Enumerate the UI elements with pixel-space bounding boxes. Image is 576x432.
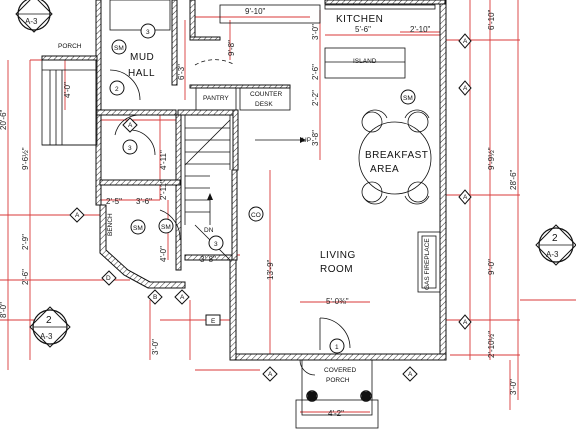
svg-text:A-3: A-3 [40,332,53,341]
doors [109,59,351,376]
walls [95,0,447,429]
svg-text:6'-10": 6'-10" [487,9,496,30]
dimension-lines [0,0,576,413]
section-marker-right: 2 A-3 [535,224,576,266]
svg-text:A: A [463,319,468,326]
svg-text:A: A [463,38,468,45]
svg-text:3'-8": 3'-8" [200,255,216,264]
svg-text:SM: SM [161,224,171,231]
svg-text:2'-9": 2'-9" [21,234,30,250]
tags: SM SM SM SM CO 2 3 3 3 1 A A A A A A A A… [69,23,472,382]
svg-text:4'-2": 4'-2" [328,409,344,418]
svg-text:9'-8": 9'-8" [227,40,236,56]
room-label-area: AREA [370,164,399,175]
room-label-living: LIVING [320,250,356,261]
breakfast-table [358,109,432,205]
svg-text:3'-0": 3'-0" [311,24,320,40]
svg-text:2'-6": 2'-6" [21,269,30,285]
svg-text:5'-0⅜": 5'-0⅜" [326,297,349,306]
room-label-breakfast: BREAKFAST [365,150,428,161]
svg-text:2: 2 [46,315,52,326]
fireplace-label: GAS FIREPLACE [424,238,431,290]
room-label-kitchen: KITCHEN [336,14,383,25]
svg-text:E: E [211,318,216,325]
svg-text:A: A [75,212,80,219]
svg-text:3'-6": 3'-6" [136,197,152,206]
covered-porch-label-1: COVERED [324,367,356,374]
svg-text:A: A [128,122,133,129]
porch-steps [41,55,98,146]
svg-text:3'-0": 3'-0" [151,339,160,355]
svg-text:A: A [463,85,468,92]
svg-text:1: 1 [335,344,339,351]
covered-porch-label-2: PORCH [326,377,350,384]
svg-text:SM: SM [403,95,413,102]
svg-text:2'-10": 2'-10" [410,25,431,34]
svg-text:SM: SM [114,45,124,52]
stairs [184,115,306,261]
svg-text:6'-3": 6'-3" [177,64,186,80]
svg-text:3'-0": 3'-0" [509,379,518,395]
room-label-hall: HALL [128,68,155,79]
svg-text:9'-0": 9'-0" [487,259,496,275]
svg-text:A: A [180,294,185,301]
stair-down-label: DN [204,227,214,234]
svg-text:9'-9½": 9'-9½" [487,147,496,170]
room-label-mud: MUD [130,52,154,63]
svg-text:2'-11": 2'-11" [159,180,168,200]
svg-text:9'-6½": 9'-6½" [21,147,30,170]
svg-text:3: 3 [146,29,150,36]
svg-text:B: B [153,294,157,301]
room-label-porch: PORCH [58,43,82,50]
svg-text:3'-8": 3'-8" [311,130,320,146]
desk-label: DESK [255,101,273,108]
svg-text:13'-9": 13'-9" [266,259,275,280]
svg-text:A-3: A-3 [546,250,559,259]
island-label: ISLAND [353,58,377,65]
section-marker-top-left: A-3 [15,0,53,33]
stair-up-label: UP [302,137,311,144]
svg-text:SM: SM [133,225,143,232]
kitchen-island [324,47,406,79]
section-marker-left: 2 A-3 [29,306,71,348]
svg-text:4'-0": 4'-0" [159,246,168,262]
bench-label: BENCH [107,213,114,236]
pantry-label: PANTRY [203,95,229,102]
svg-text:4'-0": 4'-0" [63,82,72,98]
svg-text:3: 3 [128,145,132,152]
svg-text:2: 2 [552,233,558,244]
porch-posts [306,390,372,402]
svg-text:2'-6": 2'-6" [311,64,320,80]
dimension-text: 9'-10" 5'-6" 2'-10" 3'-0" 6'-3" 9'-8" 2'… [0,7,518,418]
counter-label: COUNTER [250,91,282,98]
room-label-room: ROOM [320,264,353,275]
svg-text:2: 2 [115,86,119,93]
gas-fireplace [417,231,441,293]
svg-text:28'-6": 28'-6" [509,169,518,190]
svg-text:A: A [268,371,273,378]
svg-text:20'-6": 20'-6" [0,109,8,130]
svg-text:8'-0": 8'-0" [0,302,8,318]
svg-text:A-3: A-3 [25,17,38,26]
svg-text:3: 3 [214,241,218,248]
svg-text:5'-6": 5'-6" [355,25,371,34]
svg-text:9'-10": 9'-10" [245,7,266,16]
svg-text:A: A [408,371,413,378]
svg-text:2'-2": 2'-2" [311,90,320,106]
svg-text:D: D [106,275,111,282]
svg-text:A: A [463,194,468,201]
svg-text:2'-5": 2'-5" [106,197,122,206]
svg-text:4'-11": 4'-11" [159,150,168,170]
svg-text:CO: CO [251,212,261,219]
svg-text:2'-10½": 2'-10½" [487,331,496,358]
